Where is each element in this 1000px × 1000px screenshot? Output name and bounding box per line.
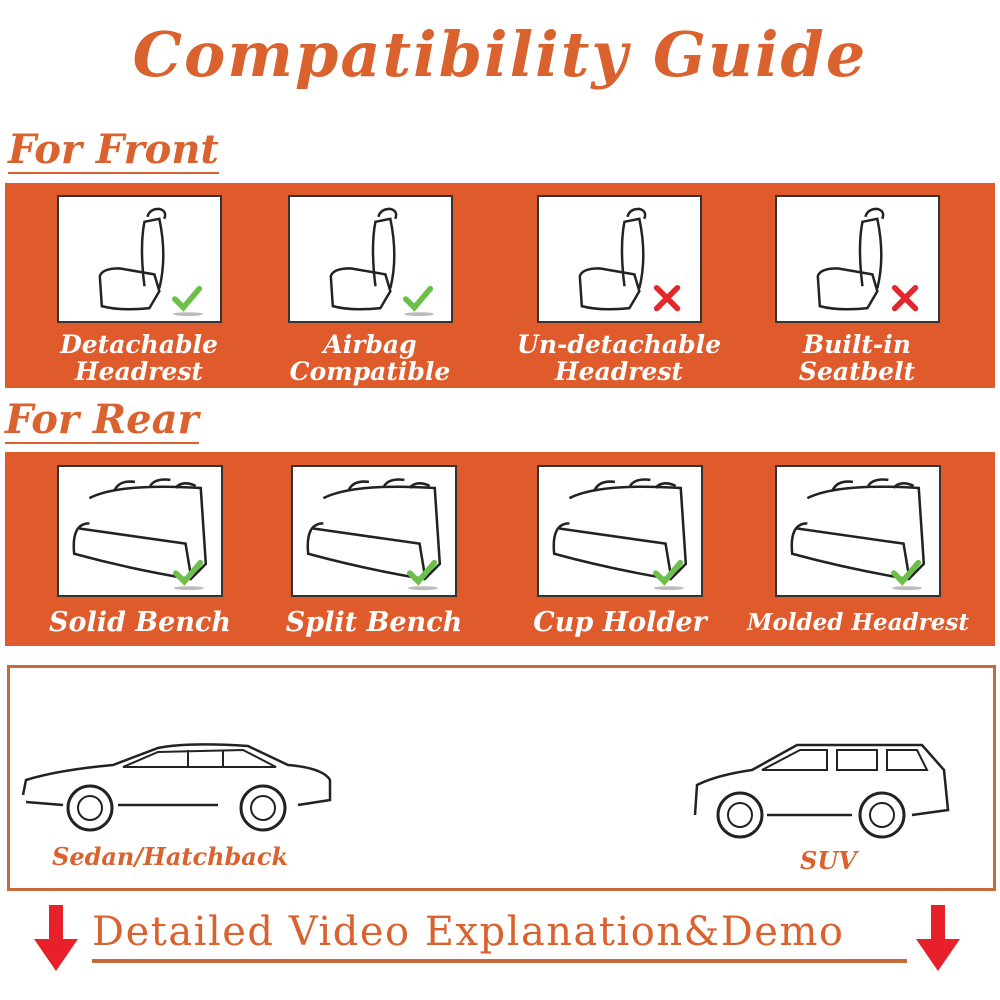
suv-icon xyxy=(693,743,950,839)
down-arrow-icon xyxy=(916,905,960,971)
rear-seat-card xyxy=(775,465,941,597)
sedan-icon xyxy=(21,743,332,832)
label-line: Detachable xyxy=(60,330,218,359)
rear-item-label: Solid Bench xyxy=(49,607,231,638)
seat-icon xyxy=(306,478,442,581)
check-icon xyxy=(172,285,204,316)
rear-seat-card xyxy=(57,465,223,597)
rear-heading: For Rear xyxy=(5,396,199,444)
label-line: Headrest xyxy=(555,357,683,386)
seat-icon xyxy=(790,478,926,581)
seat-icon xyxy=(72,478,208,581)
rear-item-label: Split Bench xyxy=(285,607,463,638)
check-icon xyxy=(403,285,435,316)
vehicle-panel xyxy=(7,665,996,891)
rear-seat-card xyxy=(291,465,457,597)
label-line: Seatbelt xyxy=(798,357,916,386)
down-arrow-icon xyxy=(34,905,78,971)
rear-item-label: Molded Headrest xyxy=(746,609,969,636)
rear-seat-card xyxy=(537,465,703,597)
rear-item-label: Cup Holder xyxy=(533,607,707,638)
front-seat-card xyxy=(57,195,222,323)
check-icon xyxy=(173,559,205,590)
sedan-label: Sedan/Hatchback xyxy=(52,842,289,871)
video-demo-link[interactable]: Detailed Video Explanation&Demo xyxy=(92,905,907,963)
suv-label: SUV xyxy=(800,846,857,875)
label-line: Headrest xyxy=(75,357,203,386)
seat-icon xyxy=(578,207,647,311)
front-heading: For Front xyxy=(8,126,219,174)
label-line: Un-detachable xyxy=(517,330,721,359)
check-icon xyxy=(891,559,923,590)
front-seat-card xyxy=(537,195,702,323)
check-icon xyxy=(653,559,685,590)
seat-icon xyxy=(98,207,167,311)
seat-icon xyxy=(329,207,398,311)
page-title: Compatibility Guide xyxy=(132,18,868,91)
seat-icon xyxy=(816,207,885,311)
front-seat-card xyxy=(775,195,940,323)
front-seat-card xyxy=(288,195,453,323)
check-icon xyxy=(407,559,439,590)
cross-icon xyxy=(653,284,681,312)
label-line: Compatible xyxy=(289,357,451,386)
seat-icon xyxy=(552,478,688,581)
cross-icon xyxy=(891,284,919,312)
label-line: Airbag xyxy=(323,330,417,359)
label-line: Built-in xyxy=(803,330,911,359)
